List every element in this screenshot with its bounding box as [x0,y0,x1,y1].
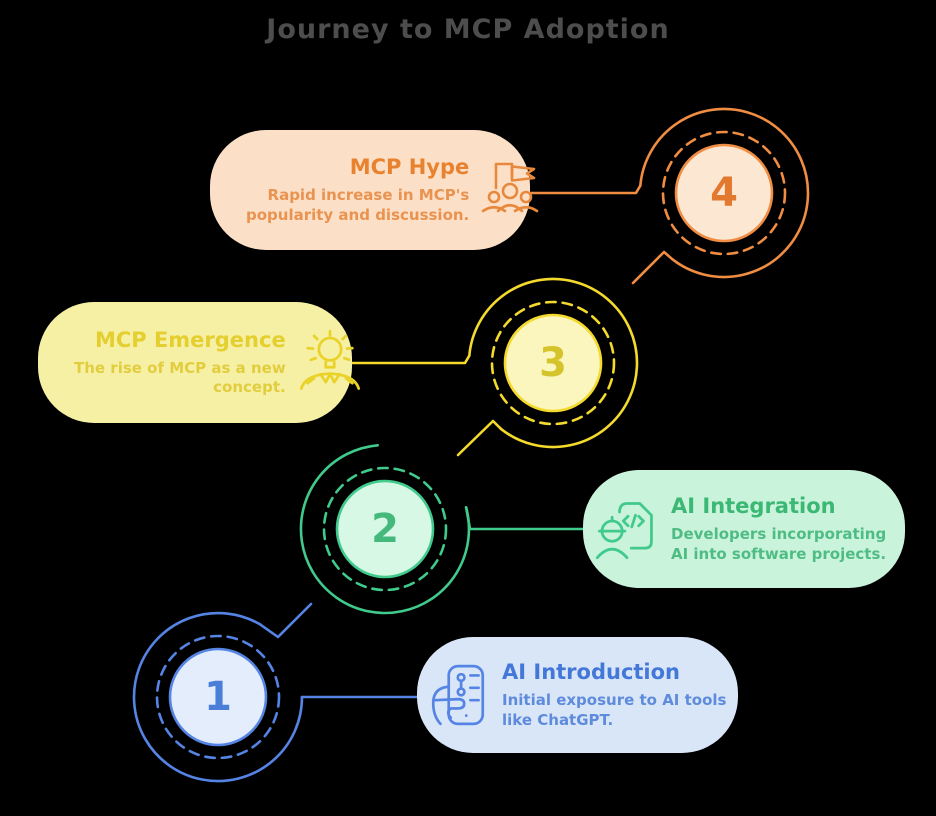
step-2-outer-ring [299,444,471,615]
step-4-description-line1: Rapid increase in MCP's [267,186,470,205]
step-4-description: Rapid increase in MCP's popularity and d… [246,186,469,224]
step-1-dashed-ring [155,634,281,760]
step-2-card-connector [464,506,585,531]
step-2-dashed-ring [322,466,448,592]
page-title: Journey to MCP Adoption [266,14,670,45]
step-3-description-line2: concept. [213,378,286,396]
step-2-title: AI Integration [671,494,836,519]
step-1-rings [132,602,419,783]
step-3-card: MCP Emergence The rise of MCP as a new c… [38,302,360,423]
step-3-rings [350,277,639,457]
step-3-description: The rise of MCP as a new concept. [74,359,286,397]
step-1-description: Initial exposure to AI tools like ChatGP… [502,691,726,729]
step-3-dashed-ring [490,300,616,426]
step-3-outer-ring [468,277,639,449]
step-4-dashed-ring [661,130,787,256]
step-1-card: AI Introduction Initial exposure to AI t… [417,637,738,753]
step-2-card: AI Integration Developers incorporating … [583,470,905,588]
step-1-next-tail [258,602,313,639]
step-2-rings [299,444,585,615]
step-4-number: 4 [710,170,738,216]
step-4-rings [528,107,810,285]
step-3-description-line1: The rise of MCP as a new [74,358,286,377]
step-2-description-line1: Developers incorporating [671,525,887,544]
step-4-prev-tail [631,250,674,285]
step-2-inner-circle [335,479,435,579]
step-4-inner-circle [674,143,774,243]
step-2-number: 2 [371,506,399,552]
step-1-description-line1: Initial exposure to AI tools [502,691,727,710]
step-2-description: Developers incorporating AI into softwar… [671,525,889,563]
hand-holding-phone-icon [431,664,485,726]
step-1-description-line2: like ChatGPT. [502,710,614,729]
step-4-description-line2: popularity and discussion. [246,205,470,224]
step-4-card-connector [528,184,642,195]
lightbulb-idea-hands-icon [299,329,360,390]
step-1-outer-ring [132,611,304,783]
developer-code-document-icon [595,502,653,560]
step-3-number: 3 [539,340,567,386]
flag-crowd-icon [481,162,539,213]
step-2-description-line2: AI into software projects. [671,544,887,563]
step-3-title: MCP Emergence [94,327,286,352]
step-4-title: MCP Hype [349,155,470,180]
step-1-number: 1 [204,674,232,720]
step-3-prev-tail [456,419,503,457]
step-3-inner-circle [503,313,603,413]
step-3-card-connector [350,354,471,365]
step-4-outer-ring [639,107,810,279]
step-4-card: MCP Hype Rapid increase in MCP's popular… [210,130,539,250]
step-1-title: AI Introduction [502,660,681,685]
step-1-inner-circle [168,647,268,747]
